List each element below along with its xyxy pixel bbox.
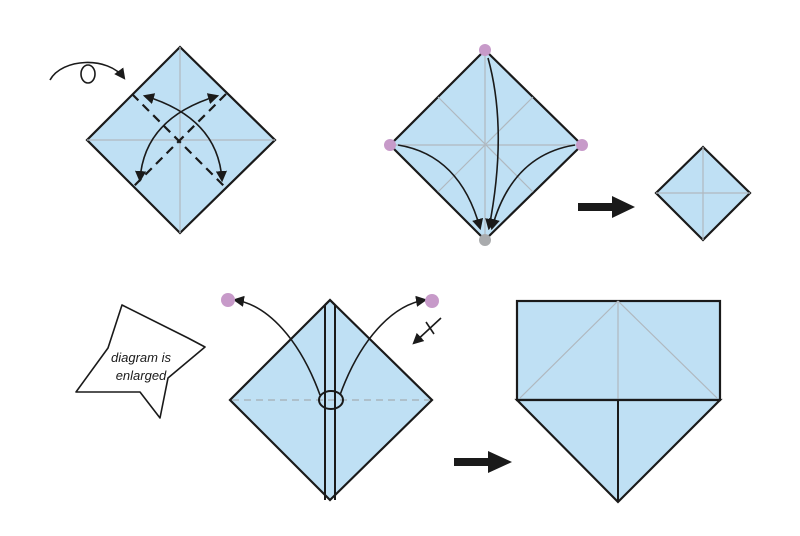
turn-over-icon (49, 61, 126, 84)
callout-shape (75, 304, 206, 419)
fold-unfold-arrow-b (134, 93, 220, 183)
final-result (514, 299, 723, 504)
step-1-diamond (85, 45, 277, 235)
step-arrow-icon (454, 451, 512, 473)
marker-dot-left (221, 293, 235, 307)
marker-dot-top (479, 44, 491, 56)
marker-dot-right (425, 294, 439, 308)
open-arrow-right (339, 295, 428, 396)
pleat-circle (318, 390, 344, 410)
marker-dot-bottom (479, 234, 491, 246)
push-in-arrow-icon (412, 317, 442, 345)
enlarged-callout: diagram is enlarged (75, 304, 206, 419)
step-2-diamond (384, 44, 588, 246)
callout-line-1: diagram is (111, 350, 171, 365)
fold-arrow-top (485, 57, 500, 231)
step-arrow-icon (578, 196, 635, 218)
fold-arrow-right (488, 144, 576, 231)
marker-dot-right (576, 139, 588, 151)
fold-arrow-left (397, 144, 484, 231)
step-2-result (654, 145, 752, 242)
marker-dot-left (384, 139, 396, 151)
step-3-diamond (221, 293, 439, 502)
open-arrow-left (232, 295, 321, 396)
callout-line-2: enlarged (116, 368, 167, 383)
